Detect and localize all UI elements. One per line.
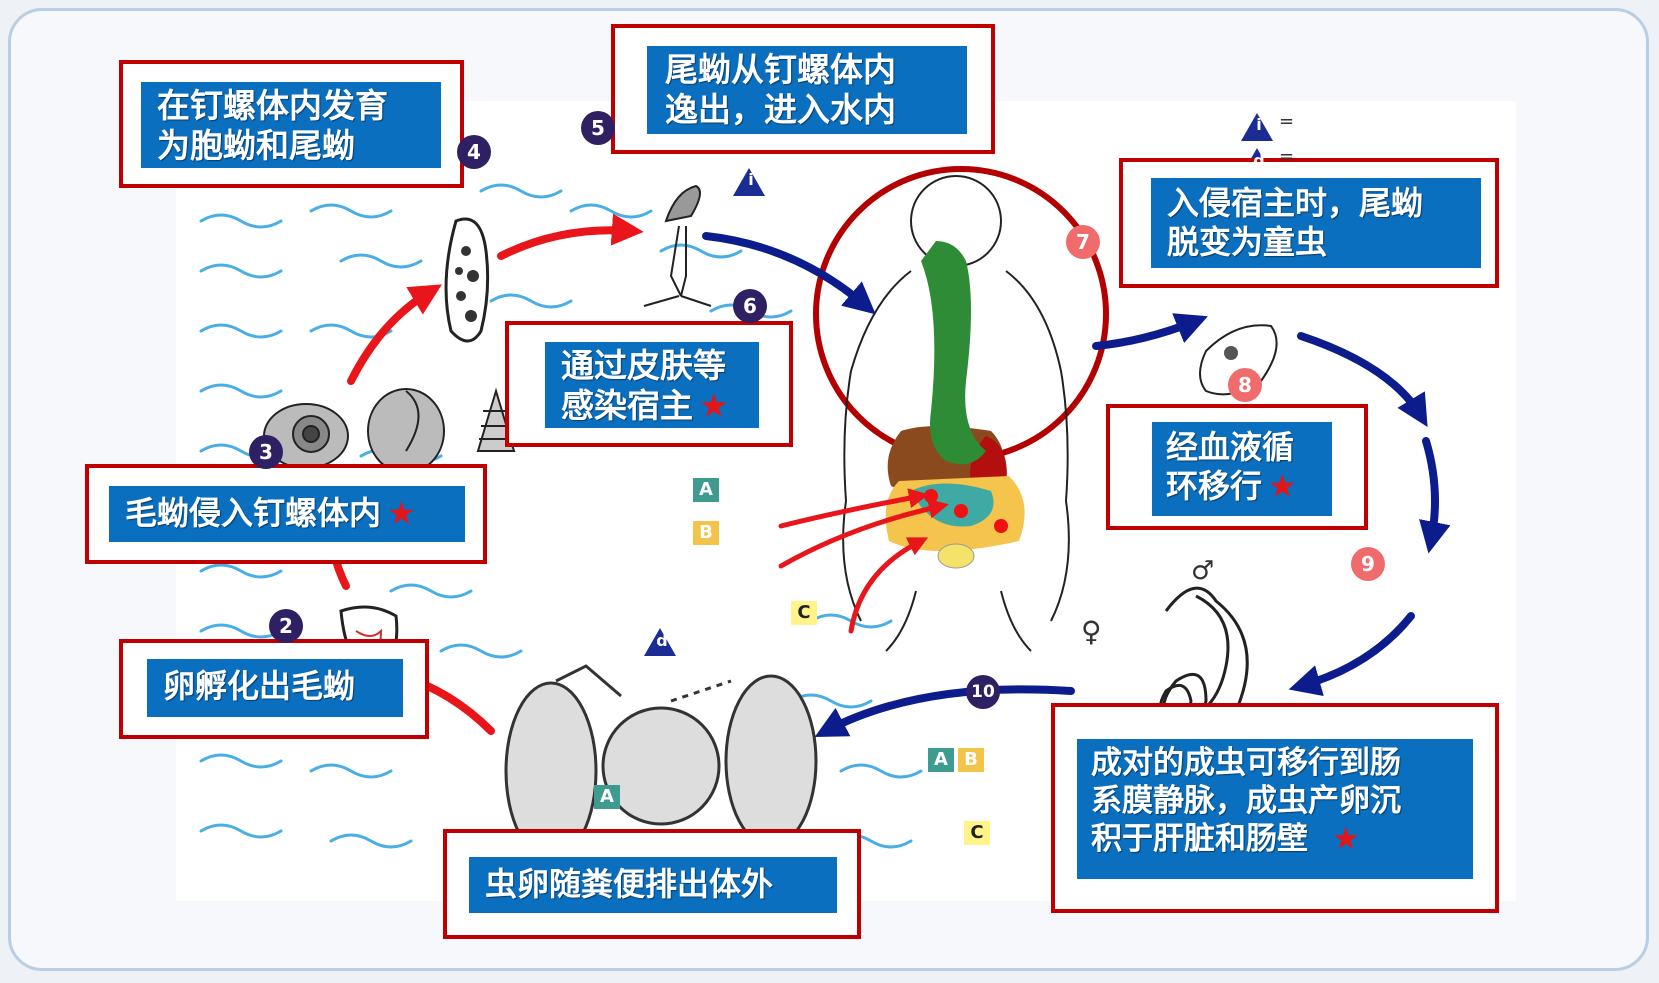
step-number-2: 2 xyxy=(269,609,303,643)
label-text-step6-content: 通过皮肤等 感染宿主 xyxy=(561,346,726,426)
species-tag-a-egg: A xyxy=(594,785,620,809)
label-text-step3-content: 毛蚴侵入钉螺体内 xyxy=(125,494,382,532)
key-point-star-icon: ★ xyxy=(1268,467,1297,506)
infective-stage-marker-icon xyxy=(733,168,765,196)
digestive-organs-illustration xyxy=(885,241,1025,569)
key-point-star-icon: ★ xyxy=(387,494,416,532)
step-number-6: 6 xyxy=(733,289,767,323)
species-tag-c: C xyxy=(791,601,817,625)
label-text-step8-content: 经血液循 环移行 xyxy=(1166,428,1295,506)
step-number-4: 4 xyxy=(457,135,491,169)
label-box-step3: 毛蚴侵入钉螺体内★ xyxy=(85,464,487,564)
species-tag-b-adult: B xyxy=(958,748,984,772)
label-box-step7: 入侵宿主时，尾蚴 脱变为童虫 xyxy=(1119,158,1499,288)
legend-diagnostic-eq: = xyxy=(1279,146,1295,167)
step-number-7: 7 xyxy=(1066,225,1100,259)
label-box-step9: 成对的成虫可移行到肠 系膜静脉，成虫产卵沉 积于肝脏和肠壁★ xyxy=(1051,703,1499,913)
legend-infective-label: i xyxy=(1256,115,1262,134)
step-number-10: 10 xyxy=(966,675,1000,709)
step-number-9: 9 xyxy=(1351,547,1385,581)
legend-infective-stage-icon xyxy=(1241,113,1273,141)
label-text-step5: 尾蚴从钉螺体内 逸出，进入水内 xyxy=(647,46,967,134)
label-text-step7: 入侵宿主时，尾蚴 脱变为童虫 xyxy=(1151,178,1481,268)
label-text-step6: 通过皮肤等 感染宿主★ xyxy=(545,342,759,428)
label-text-step9-content: 成对的成虫可移行到肠 系膜静脉，成虫产卵沉 积于肝脏和肠壁 xyxy=(1091,745,1401,857)
species-tag-c-adult: C xyxy=(964,821,990,845)
infective-stage-marker-label: i xyxy=(748,170,754,189)
female-symbol-icon: ♀ xyxy=(1081,615,1102,648)
species-tag-a: A xyxy=(693,478,719,502)
eggs-illustration xyxy=(504,664,818,861)
species-tag-a-adult: A xyxy=(928,748,954,772)
label-box-step6: 通过皮肤等 感染宿主★ xyxy=(505,321,793,447)
label-text-step9: 成对的成虫可移行到肠 系膜静脉，成虫产卵沉 积于肝脏和肠壁★ xyxy=(1077,739,1473,879)
label-text-step3: 毛蚴侵入钉螺体内★ xyxy=(109,486,465,542)
legend-infective-eq: = xyxy=(1279,111,1295,132)
step-number-8: 8 xyxy=(1228,368,1262,402)
label-box-step2: 卵孵化出毛蚴 xyxy=(119,639,429,739)
species-tag-b: B xyxy=(693,521,719,545)
sporocyst-illustration xyxy=(444,217,490,343)
legend-diagnostic-label: d xyxy=(1253,151,1265,170)
label-text-step1: 虫卵随粪便排出体外 xyxy=(469,857,837,913)
diagnostic-stage-marker-label: d xyxy=(656,631,668,650)
label-text-step2: 卵孵化出毛蚴 xyxy=(147,659,403,717)
blue-cycle-arrows xyxy=(702,232,1451,737)
diagnostic-stage-marker-icon xyxy=(644,628,676,656)
label-box-step5: 尾蚴从钉螺体内 逸出，进入水内 xyxy=(611,24,995,154)
label-text-step8: 经血液循 环移行★ xyxy=(1152,422,1332,516)
cercaria-illustration xyxy=(643,184,712,307)
label-box-step1: 虫卵随粪便排出体外 xyxy=(443,829,861,939)
key-point-star-icon: ★ xyxy=(699,386,729,426)
label-box-step4: 在钉螺体内发育 为胞蚴和尾蚴 xyxy=(119,60,464,188)
step-number-5: 5 xyxy=(581,111,615,145)
label-box-step8: 经血液循 环移行★ xyxy=(1106,404,1368,530)
label-text-step4: 在钉螺体内发育 为胞蚴和尾蚴 xyxy=(141,82,441,168)
step-number-3: 3 xyxy=(249,435,283,469)
diagram-frame: 在钉螺体内发育 为胞蚴和尾蚴 尾蚴从钉螺体内 逸出，进入水内 入侵宿主时，尾蚴 … xyxy=(8,8,1649,971)
key-point-star-icon: ★ xyxy=(1332,820,1360,857)
male-symbol-icon: ♂ xyxy=(1191,556,1215,586)
